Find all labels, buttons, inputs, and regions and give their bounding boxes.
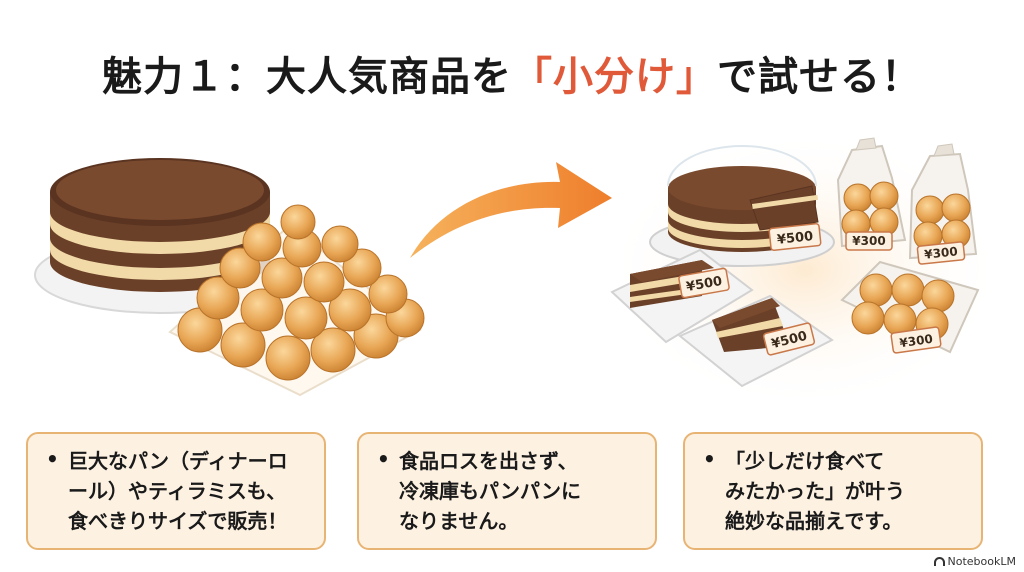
arrow-icon — [410, 162, 612, 258]
cake-in-container: ¥500 — [649, 145, 835, 267]
card-2-line-1: 食品ロスを出さず、 — [399, 449, 578, 473]
card-1-line-2: ール）やティラミスも、 — [68, 479, 287, 503]
bullet: • — [703, 447, 716, 471]
feature-card-3: • 「少しだけ食べて みたかった」が叶う 絶妙な品揃えです。 — [683, 432, 983, 550]
bun-tray: ¥300 — [840, 260, 980, 354]
page-title: 魅力１：大人気商品を「小分け」で試せる！ — [0, 44, 1024, 102]
tiramisu-slice-left: ¥500 — [610, 248, 754, 344]
card-3-line-3: 絶妙な品揃えです。 — [725, 509, 903, 533]
brand-name: NotebookLM — [947, 555, 1016, 568]
feature-card-2: • 食品ロスを出さず、 冷凍庫もパンパンに なりません。 — [357, 432, 657, 550]
notebooklm-logo-icon — [933, 557, 945, 566]
title-suffix: で試せる！ — [717, 54, 922, 100]
card-2-line-2: 冷凍庫もパンパンに — [399, 479, 581, 503]
card-1-line-1: 巨大なパン（ディナーロ — [68, 449, 288, 473]
card-3-line-2: みたかった」が叶う — [725, 479, 905, 503]
price-tag-bag-left: ¥300 — [852, 234, 885, 248]
price-tag-bag-right: ¥300 — [924, 244, 959, 261]
bun-bag-left: ¥300 — [836, 137, 907, 251]
product-illustration: ¥500 ¥500 ¥500 ¥300 — [34, 130, 1005, 410]
card-1-line-3: 食べきりサイズで販売！ — [68, 509, 288, 533]
title-prefix: 魅力１：大人気商品を — [102, 54, 512, 100]
whole-tiramisu — [34, 158, 286, 314]
price-tag-tray: ¥300 — [899, 332, 934, 351]
price-tag-slice-left: ¥500 — [685, 274, 723, 295]
price-tag-cake: ¥500 — [776, 229, 814, 248]
dinner-roll-pyramid — [168, 204, 425, 397]
card-3-line-1: 「少しだけ食べて — [725, 449, 885, 473]
feature-card-1: • 巨大なパン（ディナーロ ール）やティラミスも、 食べきりサイズで販売！ — [26, 432, 326, 550]
bullet: • — [377, 447, 390, 471]
brand-watermark: NotebookLM — [933, 555, 1016, 568]
bun-bag-right: ¥300 — [908, 143, 978, 265]
card-2-line-3: なりません。 — [399, 509, 519, 533]
tiramisu-slice-right: ¥500 — [678, 294, 834, 388]
title-accent: 「小分け」 — [512, 54, 717, 100]
bullet: • — [46, 447, 59, 471]
